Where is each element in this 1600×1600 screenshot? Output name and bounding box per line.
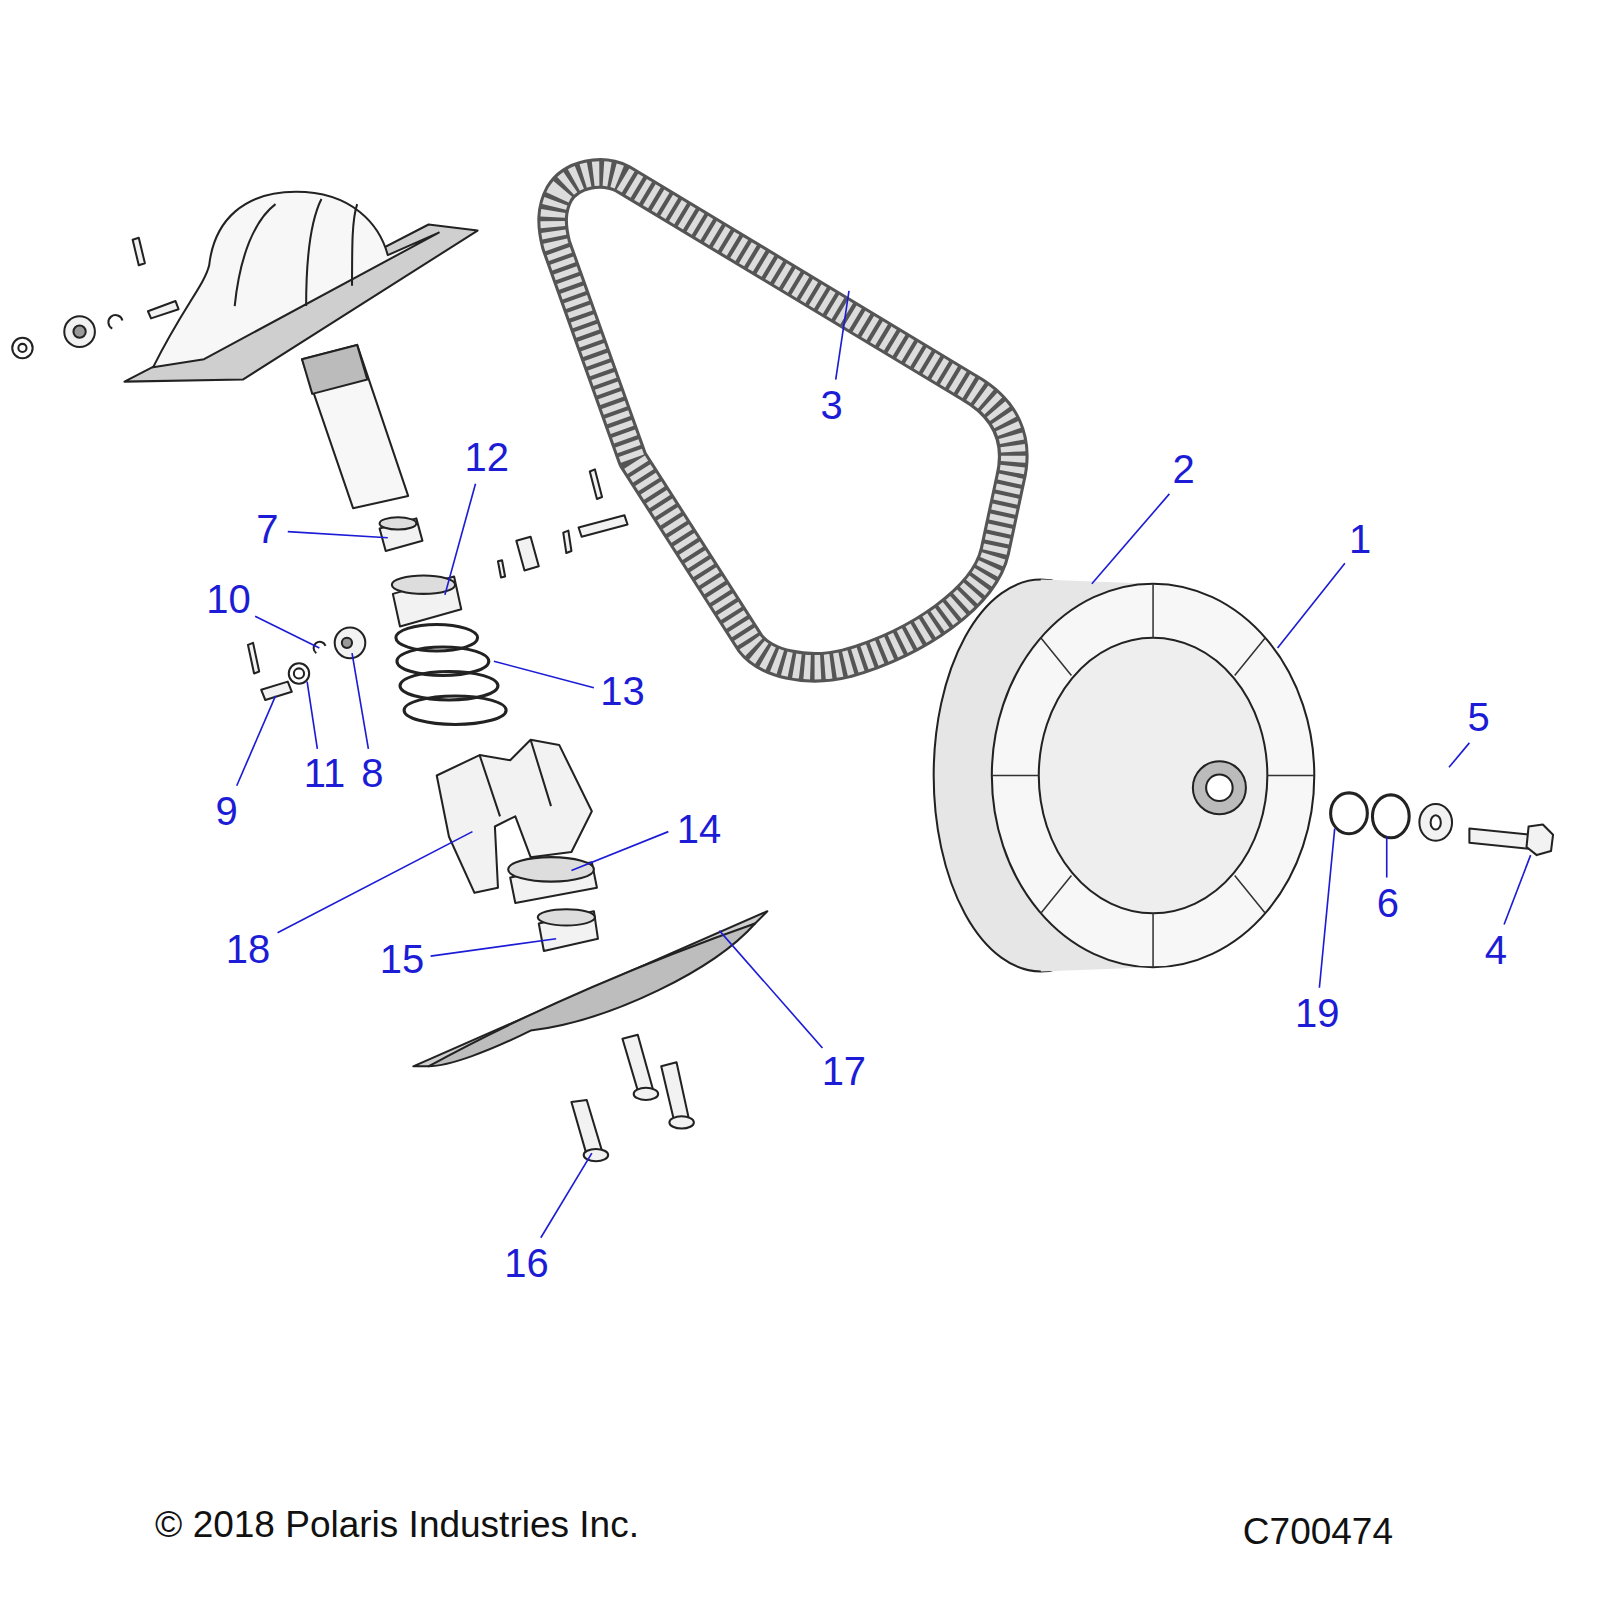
callout-number: 18 (226, 929, 271, 969)
clutch-inner (1039, 638, 1268, 914)
callout-number: 19 (1295, 993, 1340, 1033)
callout-number: 14 (677, 809, 722, 849)
drive-belt (553, 173, 1014, 667)
callout-number: 1 (1349, 519, 1371, 559)
bolt (1469, 829, 1530, 849)
callout-number: 8 (361, 753, 383, 793)
washer (1372, 795, 1409, 838)
callout-number: 16 (504, 1243, 549, 1283)
pin (261, 682, 292, 700)
shaft (302, 345, 408, 508)
callout-number: 17 (822, 1051, 867, 1091)
callout-number: 12 (464, 437, 509, 477)
washer (294, 668, 304, 678)
footer-note: © 2018 Polaris Industries Inc. (155, 1506, 639, 1543)
leader-lines (237, 291, 1531, 1238)
roller (516, 537, 538, 571)
pin (563, 531, 571, 553)
roller (64, 316, 95, 347)
bushing (538, 909, 595, 925)
pin (590, 469, 602, 499)
washer (1331, 793, 1368, 834)
belt-teeth (553, 173, 1014, 667)
roller (335, 628, 366, 659)
callout-number: 13 (600, 671, 645, 711)
pin (498, 560, 505, 577)
sheave-ribs (235, 199, 357, 306)
washer (1431, 815, 1441, 829)
spring (396, 624, 506, 724)
footer-note: C700474 (1243, 1512, 1393, 1549)
washer (289, 663, 309, 683)
callout-number: 3 (821, 385, 843, 425)
rivet (634, 1088, 658, 1100)
rivet (669, 1116, 693, 1128)
washer (12, 338, 32, 358)
pin (248, 643, 259, 674)
pin (579, 515, 628, 536)
callout-number: 7 (256, 509, 278, 549)
sheave-face (429, 923, 756, 1066)
washer (18, 344, 26, 352)
hub-plate (508, 857, 594, 881)
callout-number: 6 (1377, 883, 1399, 923)
rivet (661, 1062, 689, 1122)
bushing (380, 517, 417, 529)
roller (342, 638, 352, 648)
pin (148, 301, 179, 318)
pin (133, 238, 145, 266)
rivet (622, 1035, 653, 1094)
callout-number: 5 (1467, 697, 1489, 737)
spider-edge (480, 740, 551, 817)
rivet (571, 1100, 602, 1155)
callout-number: 15 (380, 939, 425, 979)
callout-number: 2 (1173, 449, 1195, 489)
clip (108, 315, 122, 328)
shaft-spline (302, 345, 367, 394)
clutch-face (992, 584, 1314, 968)
clutch-spokes (992, 584, 1314, 968)
callout-number: 9 (215, 791, 237, 831)
sheave (413, 911, 767, 1066)
roller (73, 326, 85, 338)
bolt-head (1527, 824, 1554, 855)
clutch-hub (1206, 774, 1233, 801)
washer (1419, 804, 1452, 841)
callout-number: 11 (304, 753, 346, 793)
callout-number: 10 (206, 579, 251, 619)
callout-number: 4 (1485, 930, 1507, 970)
clutch-hub (1193, 761, 1246, 814)
sheave-hub (153, 192, 439, 368)
